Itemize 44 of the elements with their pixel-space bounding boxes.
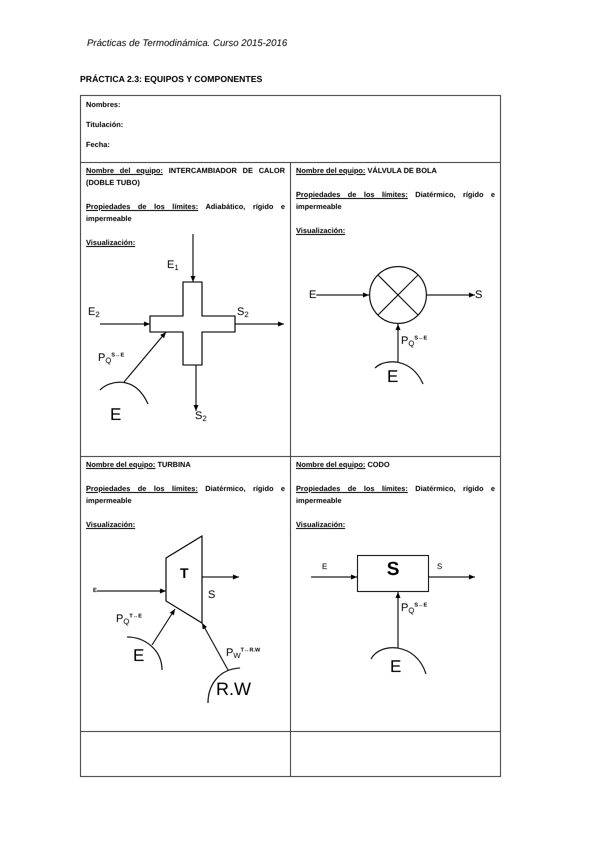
arrow [202,622,228,670]
table-cell [290,731,501,777]
arrow [426,292,476,298]
arrow [396,592,400,648]
table-cell [80,731,291,777]
arrow [190,234,196,282]
table-cell [80,95,501,163]
stream-label: S$_{2}$ [195,410,207,422]
symbol-letter: S [386,560,400,578]
stream-label: S [475,290,482,300]
boundary-arc [371,647,427,676]
system-box [357,555,429,592]
arrow [234,322,284,326]
page-header: Prácticas de Termodinámica. Curso 2015-2016 [87,39,288,49]
edge-label: S$_{2}$ [237,306,249,318]
surroundings-label: E [390,658,402,675]
arrow [202,574,240,580]
turbine-symbol [166,536,202,623]
arrow [310,574,358,580]
surroundings-label: E [133,647,144,664]
stream-label: E [309,290,316,300]
edge-label: E$_{1}$ [167,260,179,272]
cross-symbol [150,282,235,365]
symbol-letter: T [180,566,189,580]
edge-label: E [322,563,328,571]
edge-label: S [208,590,216,600]
page-title: PRÁCTICA 2.3: EQUIPOS Y COMPONENTES [80,74,262,84]
surroundings-label: E [387,368,398,385]
valve-symbol [369,266,427,324]
boundary-arc [375,361,424,385]
boundary-arc [127,637,164,672]
arrow [316,292,370,298]
surroundings-label: R.W [216,680,251,698]
arrow [96,588,166,594]
arrow [194,364,198,412]
arrow [124,332,166,382]
arrow [396,324,400,362]
boundary-arc [208,668,253,703]
edge-label: S [437,563,442,571]
arrow [428,574,476,580]
arrow [100,322,150,326]
edge-label: E$_{2}$ [88,306,100,318]
surroundings-label: E [110,406,122,423]
arrow [152,608,176,646]
